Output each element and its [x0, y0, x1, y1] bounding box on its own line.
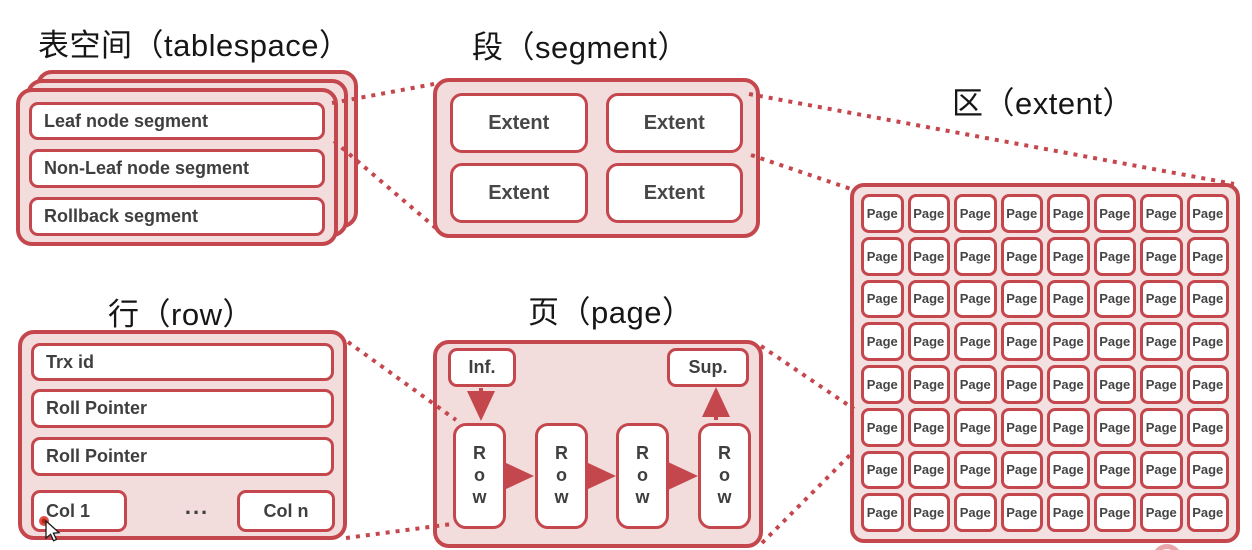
page-cell: Page — [1047, 450, 1090, 490]
page-cell: Page — [1093, 279, 1136, 319]
page-cell: Page — [907, 450, 950, 490]
page-box: Inf. Sup. Row Row Row Row — [433, 340, 763, 548]
page-cell: Page — [1186, 493, 1229, 532]
page-cell: Page — [954, 322, 997, 361]
leaf-node-segment-box: Leaf node segment — [29, 102, 325, 140]
non-leaf-node-segment-box: Non-Leaf node segment — [29, 149, 325, 188]
page-cell: Page — [907, 279, 950, 319]
page-cell: Page — [1093, 493, 1136, 532]
page-cell: Page — [1093, 450, 1136, 490]
page-cell: Page — [861, 407, 904, 447]
page-cell: Page — [861, 236, 904, 276]
page-cell: Page — [907, 236, 950, 276]
page-cell: Page — [1140, 365, 1183, 404]
page-cell: Page — [1186, 365, 1229, 404]
segment-title: 段（segment） — [472, 30, 689, 65]
page-cell: Page — [954, 279, 997, 319]
roll-pointer-box: Roll Pointer — [31, 437, 334, 476]
page-cell: Page — [1047, 194, 1090, 233]
page-cell: Page — [1093, 322, 1136, 361]
row-box: Trx id Roll Pointer Roll Pointer Col 1 .… — [18, 330, 347, 540]
col-n-box: Col n — [237, 490, 335, 532]
tablespace-card-front: Leaf node segment Non-Leaf node segment … — [16, 88, 338, 246]
page-cell: Page — [907, 194, 950, 233]
page-cell: Page — [1047, 365, 1090, 404]
page-cell: Page — [1047, 493, 1090, 532]
page-cell: Page — [1047, 322, 1090, 361]
page-cell: Page — [907, 407, 950, 447]
col-1-box: Col 1 — [31, 490, 127, 532]
page-cell: Page — [1047, 407, 1090, 447]
page-cell: Page — [861, 322, 904, 361]
page-cell: Page — [1186, 450, 1229, 490]
page-cell: Page — [1186, 194, 1229, 233]
segment-box: Extent Extent Extent Extent — [433, 78, 760, 238]
page-cell: Page — [1047, 236, 1090, 276]
page-cell: Page — [1140, 236, 1183, 276]
page-cell: Page — [861, 194, 904, 233]
page-cell: Page — [1000, 493, 1043, 532]
page-cell: Page — [1140, 322, 1183, 361]
page-cell: Page — [1000, 407, 1043, 447]
infimum-box: Inf. — [448, 348, 516, 387]
page-cell: Page — [1000, 365, 1043, 404]
page-title: 页（page） — [528, 295, 694, 330]
page-cell: Page — [1186, 279, 1229, 319]
row-cell: Row — [535, 423, 588, 529]
page-cell: Page — [861, 493, 904, 532]
page-cell: Page — [1000, 194, 1043, 233]
page-cell: Page — [1140, 194, 1183, 233]
page-cell: Page — [954, 194, 997, 233]
watermark-circle — [1152, 544, 1182, 550]
page-cell: Page — [1186, 322, 1229, 361]
page-cell: Page — [861, 279, 904, 319]
row-cell: Row — [453, 423, 506, 529]
page-cell: Page — [1140, 407, 1183, 447]
page-cell: Page — [861, 450, 904, 490]
page-cell: Page — [1093, 407, 1136, 447]
page-cell: Page — [1186, 236, 1229, 276]
page-cell: Page — [1000, 450, 1043, 490]
page-cell: Page — [1186, 407, 1229, 447]
roll-pointer-box: Roll Pointer — [31, 389, 334, 428]
page-cell: Page — [907, 322, 950, 361]
row-title: 行（row） — [108, 297, 254, 332]
extent-cell: Extent — [450, 163, 588, 223]
columns-ellipsis: ... — [184, 494, 210, 519]
row-cell: Row — [616, 423, 669, 529]
page-cell: Page — [907, 365, 950, 404]
page-cell: Page — [1093, 236, 1136, 276]
page-cell: Page — [954, 365, 997, 404]
page-cell: Page — [1140, 493, 1183, 532]
page-cell: Page — [1093, 365, 1136, 404]
extent-cell: Extent — [605, 93, 743, 153]
rollback-segment-box: Rollback segment — [29, 197, 325, 236]
page-cell: Page — [954, 407, 997, 447]
extent-title: 区（extent） — [952, 86, 1134, 121]
row-cell: Row — [698, 423, 751, 529]
page-cell: Page — [1000, 236, 1043, 276]
page-cell: Page — [954, 493, 997, 532]
page-cell: Page — [954, 450, 997, 490]
extent-cell: Extent — [605, 163, 743, 223]
page-cell: Page — [1140, 450, 1183, 490]
supremum-box: Sup. — [667, 348, 749, 387]
page-cell: Page — [1093, 194, 1136, 233]
trx-id-box: Trx id — [31, 343, 334, 381]
page-cell: Page — [1047, 279, 1090, 319]
extent-cell: Extent — [450, 93, 588, 153]
page-cell: Page — [1140, 279, 1183, 319]
page-cell: Page — [907, 493, 950, 532]
page-cell: Page — [861, 365, 904, 404]
page-cell: Page — [954, 236, 997, 276]
page-cell: Page — [1000, 279, 1043, 319]
tablespace-title: 表空间（tablespace） — [38, 28, 351, 63]
page-cell: Page — [1000, 322, 1043, 361]
